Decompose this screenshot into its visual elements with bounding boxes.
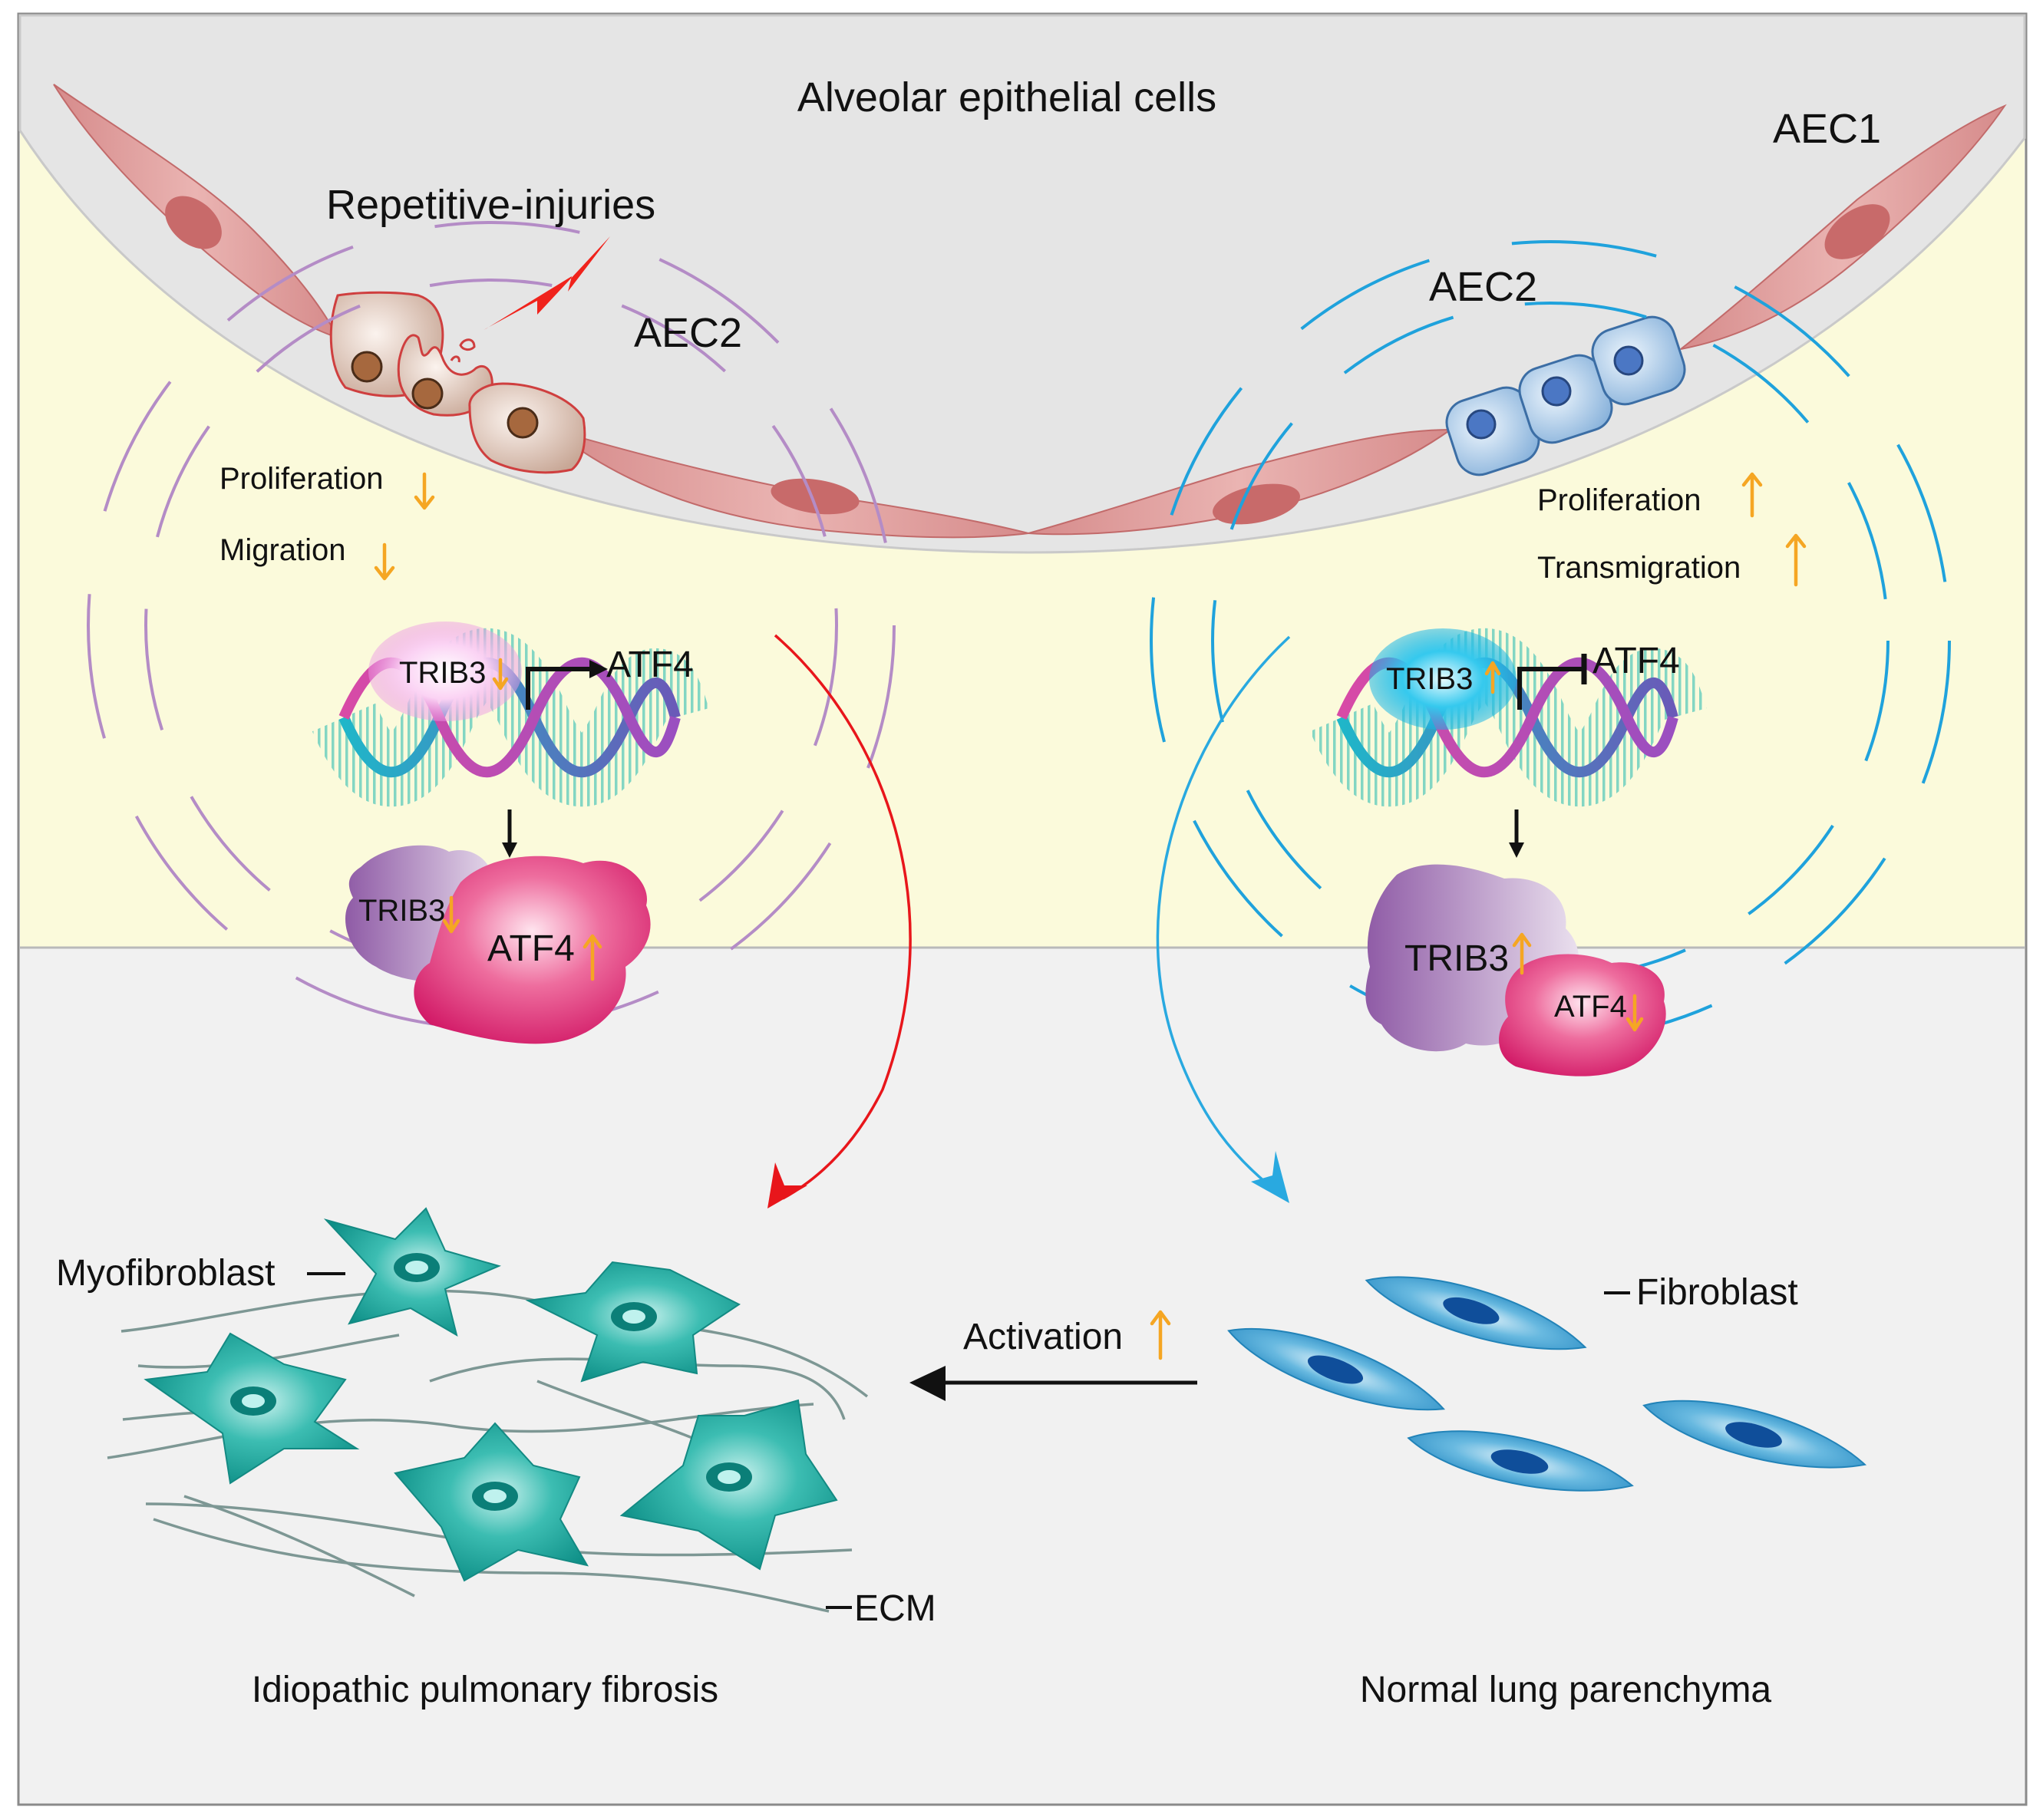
nucleus [1824, 204, 1890, 259]
debris [459, 338, 476, 351]
arrowhead [1509, 842, 1524, 858]
nucleus [1613, 345, 1644, 376]
fibrosis-path-arrow [774, 634, 912, 1200]
inhibition-promoter [1517, 667, 1583, 710]
ring-inner [1211, 302, 1890, 980]
down-arrow-icon [374, 542, 395, 581]
up-arrow-icon [1150, 1310, 1171, 1360]
right-dashed-rings [1150, 240, 1951, 1041]
fibrosis-arrowhead [767, 1162, 807, 1208]
normal-path-arrow [1156, 635, 1291, 1191]
atf4-protein [1499, 954, 1666, 1077]
arrowhead [589, 660, 608, 678]
atf4-left-complex-label: ATF4 [487, 928, 575, 969]
ecm-fibre [183, 1495, 415, 1597]
title-label: Alveolar epithelial cells [797, 74, 1216, 120]
fibroblast-cell [1365, 1276, 1587, 1350]
trib3-left-complex-label: TRIB3 [358, 894, 445, 928]
myofibroblast-label: Myofibroblast [56, 1253, 275, 1294]
dna-strand-a [1336, 657, 1678, 778]
aec2-normal-cluster [1445, 315, 1686, 476]
ring-outer [87, 221, 896, 1030]
right-caption: Normal lung parenchyma [1360, 1670, 1772, 1710]
dna-strand-a [338, 657, 681, 778]
up-arrow-icon [1741, 472, 1763, 518]
atf4-left-top-label: ATF4 [606, 645, 694, 685]
nucleus [771, 478, 860, 515]
trib3-blob-right [1369, 628, 1517, 730]
proliferation-right-label: Proliferation [1537, 483, 1701, 517]
nucleus [1213, 483, 1300, 525]
myofibroblasts [144, 1207, 838, 1582]
up-arrow-icon [1785, 533, 1807, 587]
nucleus [351, 351, 383, 383]
myofibroblast-cell [394, 1422, 589, 1582]
background [17, 12, 2028, 1806]
nucleus [165, 196, 222, 249]
normal-arrowhead [1251, 1151, 1289, 1203]
aec1-label: AEC1 [1773, 106, 1881, 152]
trib3-blob-left [368, 622, 522, 721]
fibroblast-cell [1407, 1430, 1634, 1492]
trib3-left-top-label: TRIB3 [399, 656, 486, 690]
ring-inner [144, 279, 838, 972]
myofibroblast-cell [525, 1261, 741, 1383]
down-arrow-icon [414, 472, 435, 510]
activation-arrowhead [909, 1366, 946, 1401]
protein-complex-right [1365, 864, 1666, 1077]
fibroblasts [1227, 1276, 1867, 1492]
ecm-label: ECM [854, 1588, 936, 1629]
up-arrow-icon [1512, 932, 1532, 975]
debris [450, 355, 460, 363]
left-caption: Idiopathic pulmonary fibrosis [252, 1670, 718, 1710]
nucleus [1541, 376, 1572, 407]
down-arrow-icon [442, 895, 460, 934]
migration-label: Migration [219, 533, 346, 567]
nucleus [1466, 409, 1497, 440]
arrowhead [502, 842, 517, 858]
myofibroblast-cell [619, 1399, 838, 1571]
proliferation-left-label: Proliferation [219, 462, 383, 496]
atf4-right-complex-label: ATF4 [1554, 990, 1627, 1024]
ecm-fibre [153, 1518, 830, 1613]
dna-to-complex-arrows [502, 809, 1524, 858]
ring-outer [1150, 240, 1951, 1041]
activation-label: Activation [963, 1317, 1123, 1357]
aec2-right-label: AEC2 [1429, 264, 1537, 310]
fibroblast-cell [1642, 1400, 1867, 1469]
protein-complex-left [345, 845, 651, 1044]
transmigration-label: Transmigration [1537, 551, 1741, 585]
atf4-protein [414, 856, 651, 1044]
down-arrow-icon [1625, 994, 1644, 1032]
aec2-injured-cluster [329, 236, 610, 474]
fibroblast-label: Fibroblast [1636, 1272, 1798, 1313]
down-arrow-icon [492, 658, 509, 691]
nucleus [411, 378, 444, 410]
myofibroblast-cell [323, 1207, 501, 1337]
trib3-right-top-label: TRIB3 [1386, 662, 1473, 696]
myofibroblast-cell [144, 1332, 360, 1485]
up-arrow-icon [583, 934, 602, 981]
repetitive-injuries-label: Repetitive-injuries [326, 182, 655, 228]
nucleus [507, 407, 539, 439]
up-arrow-icon [1484, 661, 1501, 694]
trib3-right-complex-label: TRIB3 [1404, 938, 1509, 979]
activation-promoter-arrow [526, 667, 591, 710]
atf4-right-top-label: ATF4 [1592, 641, 1680, 681]
aec2-left-label: AEC2 [634, 310, 742, 356]
left-dashed-rings [87, 221, 896, 1030]
fibroblast-cell [1227, 1327, 1446, 1411]
